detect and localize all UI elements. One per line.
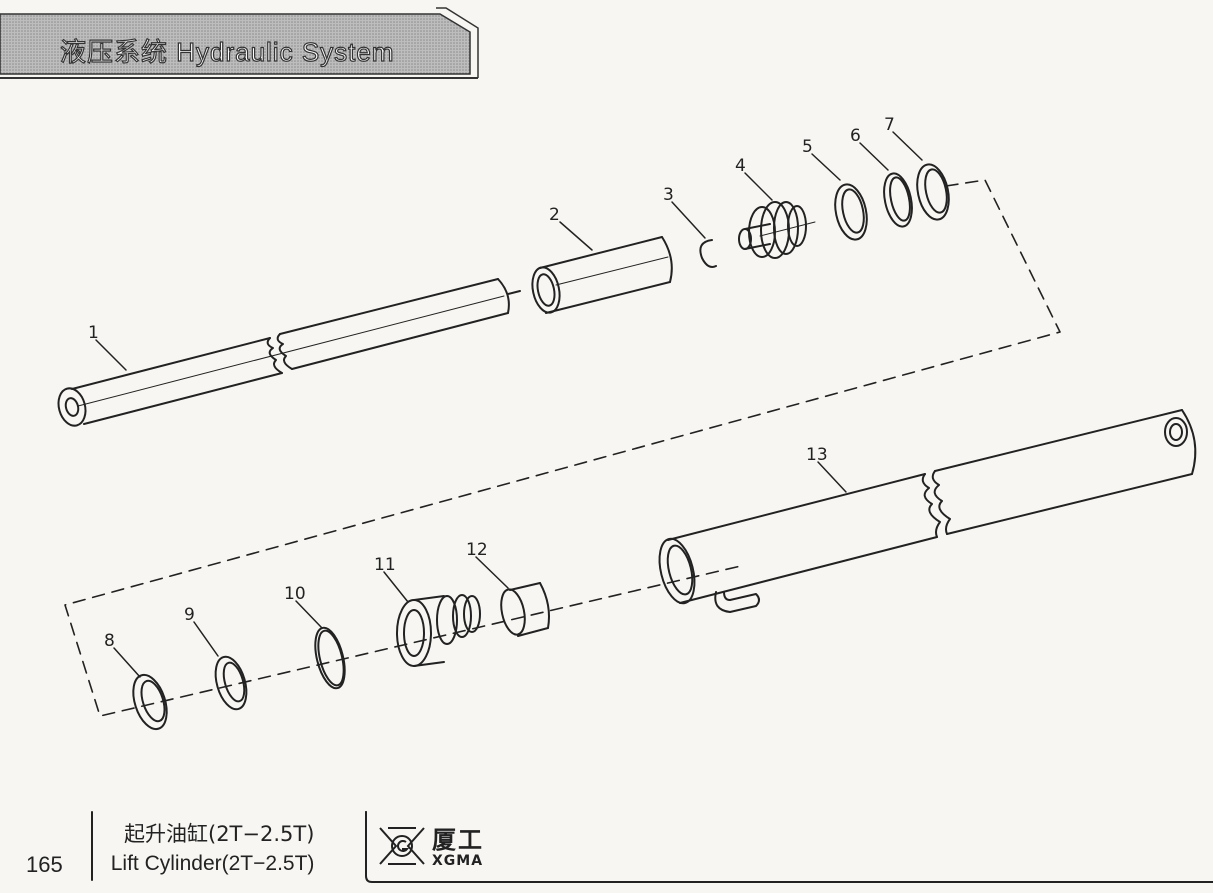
part-11-cylinder-head [396,594,481,667]
callout-9: 9 [184,605,195,625]
footer-title-zh: 起升油缸(2T−2.5T) [124,822,315,846]
callout-2: 2 [549,205,560,225]
part-5-seal [834,183,868,241]
callout-7: 7 [884,115,895,135]
footer-title-en: Lift Cylinder(2T−2.5T) [110,852,315,875]
callout-6: 6 [850,126,861,146]
callout-1: 1 [88,323,99,343]
leader-lines [95,131,923,678]
part-2-guide-sleeve [531,236,673,314]
part-4-piston [738,201,816,259]
brand-name-zh: 厦工 [432,826,484,854]
callout-8: 8 [104,631,115,651]
callout-13: 13 [806,445,828,465]
part-7-wear-ring [916,163,950,221]
part-12-bushing [500,582,550,637]
header-banner [0,7,479,79]
xgma-logo-icon [379,827,425,865]
callout-11: 11 [374,555,396,575]
brand-name-en: XGMA [432,853,484,869]
part-1-piston-rod [57,278,521,427]
part-9-seal [214,655,248,711]
callout-5: 5 [802,137,813,157]
part-3-circlip [699,239,717,268]
callout-10: 10 [284,584,306,604]
part-8-dust-seal [132,673,168,731]
callout-12: 12 [466,540,488,560]
part-6-seal-ring [883,172,913,228]
page-number: 165 [26,852,63,877]
callout-3: 3 [663,185,674,205]
page-header-title: 液压系统 Hydraulic System [59,36,395,67]
assembly-guide-line [64,179,1061,717]
footer-title: 起升油缸(2T−2.5T) Lift Cylinder(2T−2.5T) [110,818,315,876]
footer-frame [91,811,1213,883]
part-13-cylinder-barrel [658,409,1197,613]
part-10-o-ring [314,626,346,690]
callout-4: 4 [735,156,746,176]
